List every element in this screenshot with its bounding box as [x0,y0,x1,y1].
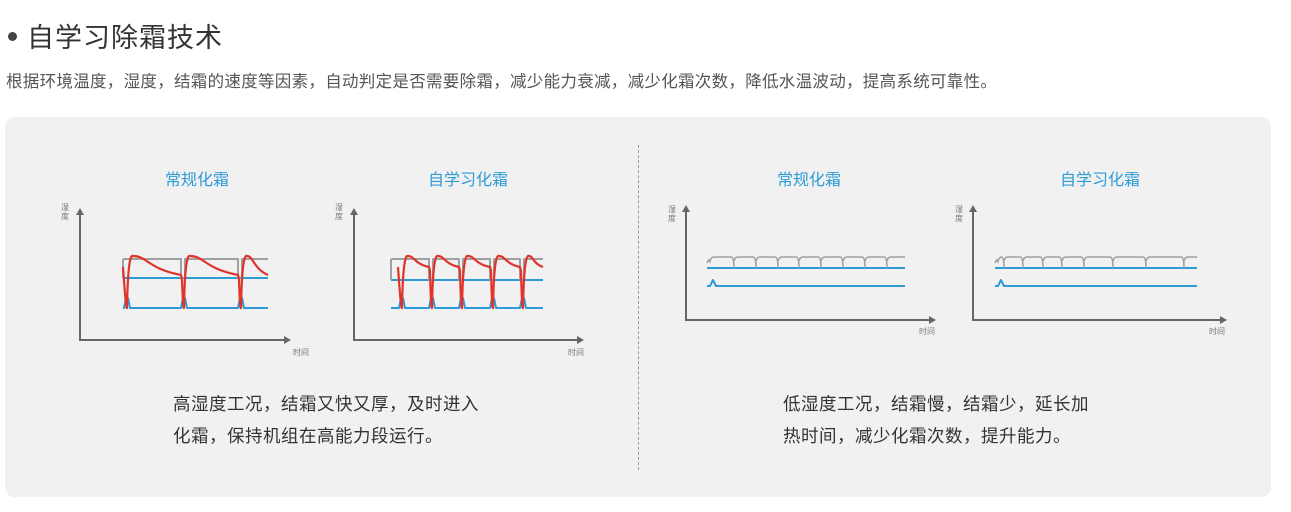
y-axis-label: 湿度 [335,203,343,221]
page-subtitle: 根据环境温度，湿度，结霜的速度等因素，自动判定是否需要除霜，减少能力衰减，减少化… [6,72,998,91]
caption-line: 化霜，保持机组在高能力段运行。 [173,427,443,447]
chart-high-humidity-self-learning [350,208,584,344]
axis-lines [685,211,930,321]
axis-lines [79,214,285,341]
panel-divider [638,145,639,470]
chart-low-humidity-self-learning [969,205,1227,324]
y-axis-label: 湿度 [61,203,69,221]
bullet-icon [8,32,17,41]
chart-title: 自学习化霜 [427,170,509,189]
frost-humidity-curve [121,254,269,310]
y-axis-arrow-icon [76,208,84,215]
defrost-signal-line [707,279,905,287]
x-axis-arrow-icon [577,336,584,344]
x-axis-label: 时间 [919,327,935,336]
axis-lines [353,214,578,341]
defrost-signal-line [123,297,268,309]
x-axis-arrow-icon [929,316,936,324]
chart-title: 常规化霜 [776,170,842,189]
gray-curve [123,258,268,279]
y-axis-label: 湿度 [955,205,963,223]
page-title: 自学习除霜技术 [8,16,223,55]
gray-curve [994,256,1197,269]
chart-title: 自学习化霜 [1059,170,1141,189]
caption-line: 热时间，减少化霜次数，提升能力。 [783,427,1071,447]
x-axis-arrow-icon [1220,316,1227,324]
y-axis-arrow-icon [682,205,690,212]
page-title-text: 自学习除霜技术 [27,23,223,54]
left-caption: 高湿度工况，结霜又快又厚，及时进入 化霜，保持机组在高能力段运行。 [173,389,479,453]
frost-humidity-curve [396,254,544,310]
defrost-signal-line [391,297,543,309]
caption-line: 低湿度工况，结霜慢，结霜少，延长加 [783,395,1089,415]
caption-line: 高湿度工况，结霜又快又厚，及时进入 [173,395,479,415]
x-axis-label: 时间 [568,348,584,357]
y-axis-label: 湿度 [668,205,676,223]
y-axis-arrow-icon [350,208,358,215]
x-axis-label: 时间 [1209,327,1225,336]
x-axis-arrow-icon [284,336,291,344]
axis-lines [972,211,1221,321]
chart-high-humidity-conventional [76,208,291,344]
right-caption: 低湿度工况，结霜慢，结霜少，延长加 热时间，减少化霜次数，提升能力。 [783,389,1089,453]
chart-title: 常规化霜 [164,170,230,189]
x-axis-label: 时间 [293,348,309,357]
chart-low-humidity-conventional [682,205,936,324]
gray-curve [706,256,905,269]
defrost-signal-line [995,279,1197,287]
y-axis-arrow-icon [969,205,977,212]
